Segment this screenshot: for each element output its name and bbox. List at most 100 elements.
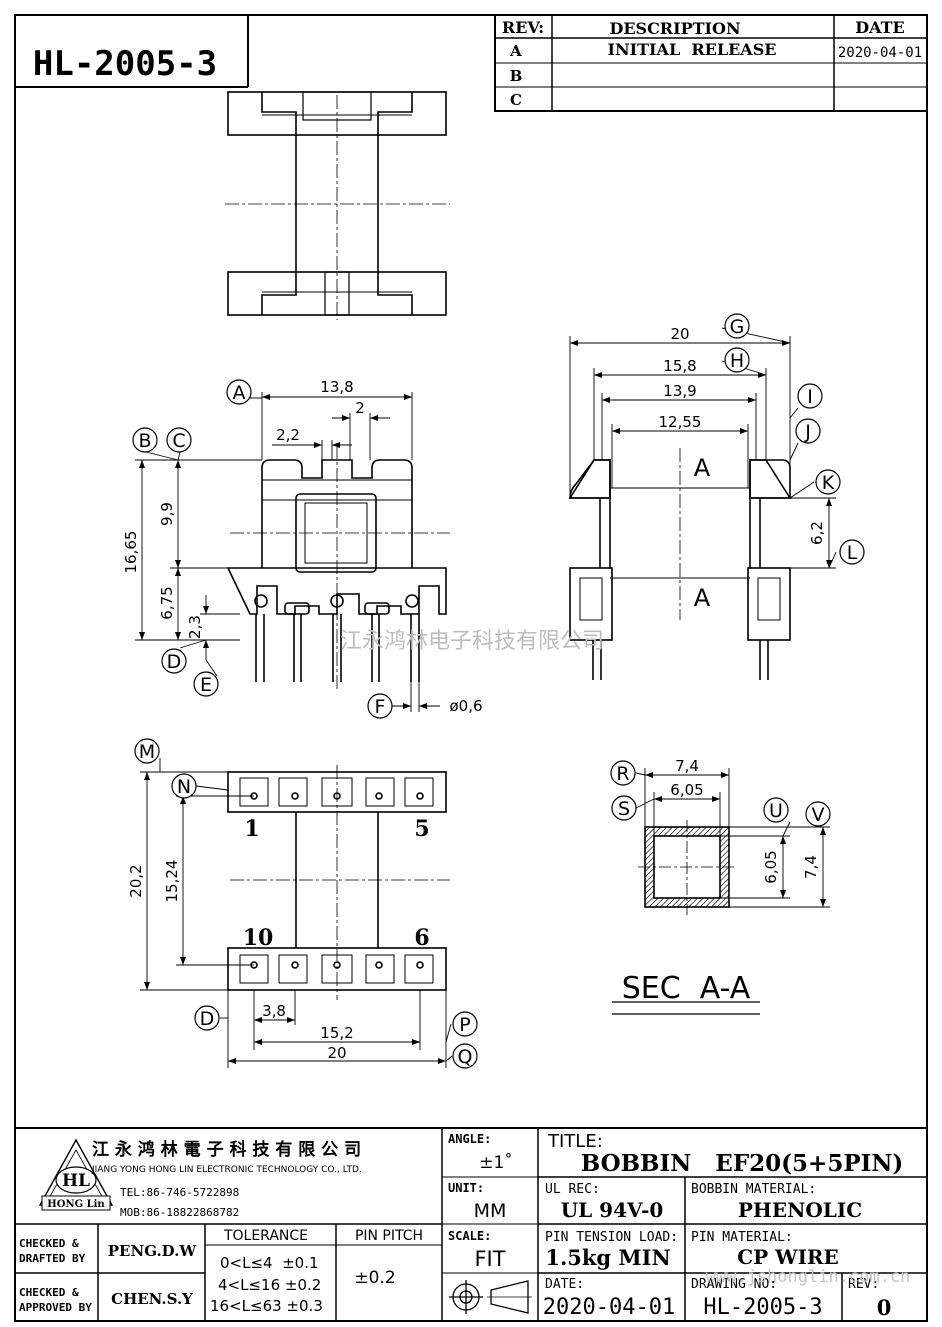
logo-text: HL (62, 1171, 90, 1191)
balloon-letter: B (138, 430, 151, 452)
rev-row-c: C (510, 91, 522, 109)
dim-bottom-span: 15,2 (320, 1024, 353, 1042)
title-block (15, 1127, 927, 1321)
balloon-letter: D (200, 1008, 215, 1030)
balloon-letter: V (812, 804, 825, 826)
pin-label-6: 6 (414, 925, 429, 951)
balloon-letter: F (375, 696, 386, 718)
rev-header: REV: (502, 18, 544, 37)
ul-rec-label: UL REC: (545, 1182, 600, 1197)
balloon-letter: Q (458, 1046, 473, 1068)
dim-front-pin-len: 2,3 (186, 615, 204, 639)
company-tel: TEL:86-746-5722898 (120, 1186, 239, 1199)
pin-pitch: ±0.2 (354, 1268, 395, 1288)
dim-front-pin-dia: ø0,6 (449, 697, 482, 715)
balloon-l-11: L (839, 539, 865, 565)
dim-section-outer-v: 7,4 (802, 855, 820, 879)
unit-label: UNIT: (448, 1181, 484, 1195)
dim-side-height: 6,2 (808, 521, 826, 545)
bottom-view (227, 765, 450, 1000)
balloon-r-17: R (610, 760, 636, 786)
tolerance-2: 4<L≤16 ±0.2 (218, 1276, 321, 1294)
balloon-letter: G (730, 316, 745, 338)
bobbin-material: PHENOLIC (738, 1198, 862, 1222)
rev-row-a: A (509, 42, 522, 60)
ul-rec: UL 94V-0 (561, 1198, 664, 1222)
description-header: DESCRIPTION (609, 19, 740, 38)
balloon-letter: E (200, 674, 212, 696)
date-header: DATE (855, 18, 905, 37)
drawing-no-label: DRAWING NO: (691, 1277, 777, 1292)
dim-front-total-height: 16,65 (122, 531, 140, 574)
pin-tension: 1.5kg MIN (545, 1245, 670, 1270)
dim-side-outer: 20 (670, 325, 689, 343)
top-view (225, 91, 450, 320)
checked-approved-label-2: APPROVED BY (19, 1301, 92, 1314)
dim-front-upper: 9,9 (158, 502, 176, 526)
section-mark-bottom: A (694, 584, 711, 612)
dim-side-d3: 12,55 (659, 413, 702, 431)
balloon-p-15: P (452, 1011, 478, 1037)
balloon-letter: S (618, 798, 630, 820)
balloon-letter: P (459, 1014, 470, 1036)
balloon-letter: I (807, 386, 813, 408)
bobbin-material-label: BOBBIN MATERIAL: (691, 1182, 816, 1197)
side-view-dims (569, 336, 836, 569)
balloon-f-5: F (367, 693, 393, 719)
part-number: HL-2005-3 (33, 44, 217, 84)
balloon-letter: L (847, 542, 858, 564)
bottom-view-dims (140, 771, 447, 1068)
balloon-letter: C (172, 430, 185, 452)
balloon-letter: M (139, 741, 155, 763)
balloon-k-10: K (815, 469, 841, 495)
dim-side-d1: 15,8 (663, 357, 696, 375)
section-a-a (638, 820, 736, 915)
dim-section-inner: 6,05 (670, 781, 703, 799)
part-number-box: HL-2005-3 (15, 15, 249, 88)
rev: 0 (877, 1295, 892, 1320)
dim-bottom-pin-row: 15,24 (163, 860, 181, 903)
rev-label: REV: (848, 1277, 879, 1292)
pin-label-10: 10 (243, 925, 274, 951)
tolerance-3: 16<L≤63 ±0.3 (210, 1297, 323, 1315)
dim-front-width: 13,8 (320, 378, 353, 396)
balloon-i-8: I (797, 383, 823, 409)
balloon-j-9: J (795, 418, 821, 444)
dim-front-lower: 6,75 (158, 586, 176, 619)
balloon-s-18: S (611, 795, 637, 821)
dim-side-d2: 13,9 (663, 382, 696, 400)
balloon-u-19: U (763, 797, 789, 823)
tolerance-1: 0<L≤4 ±0.1 (220, 1254, 319, 1272)
balloon-d-14: D (194, 1005, 220, 1031)
dim-front-slot: 2 (355, 399, 365, 417)
sheet-border (14, 14, 928, 1322)
title-label: TITLE: (547, 1131, 603, 1152)
pin-material-label: PIN MATERIAL: (691, 1230, 793, 1245)
balloon-letter: H (730, 350, 744, 372)
projection-symbol-icon (449, 1280, 532, 1314)
balloon-q-16: Q (452, 1043, 478, 1069)
balloon-letter: J (804, 421, 811, 443)
balloon-n-13: N (171, 773, 197, 799)
company-logo: HL HONG Lin (38, 1138, 114, 1211)
company-en: JIANG YONG HONG LIN ELECTRONIC TECHNOLOG… (91, 1165, 362, 1175)
scale: FIT (474, 1247, 505, 1271)
dim-bottom-height: 20,2 (127, 864, 145, 897)
pin-label-1: 1 (244, 816, 259, 842)
balloon-letter: R (616, 763, 629, 785)
date: 2020-04-01 (543, 1295, 675, 1320)
balloon-letter: N (177, 776, 191, 798)
pin-tension-label: PIN TENSION LOAD: (545, 1230, 678, 1245)
date-label: DATE: (545, 1277, 584, 1292)
checked-approved-label-1: CHECKED & (19, 1286, 79, 1299)
balloon-letter: D (167, 651, 182, 673)
dim-front-gap: 2,2 (276, 426, 300, 444)
drawing-title: BOBBIN EF20(5+5PIN) (581, 1150, 904, 1177)
drawing-no: HL-2005-3 (703, 1295, 822, 1320)
balloon-e-4: E (193, 671, 219, 697)
tolerance-label: TOLERANCE (223, 1228, 308, 1244)
section-mark-top: A (694, 454, 711, 482)
balloon-a-0: A (226, 379, 252, 405)
website-watermark: www.jshonglin.com.cn (706, 1267, 911, 1287)
section-dims (612, 768, 830, 1015)
